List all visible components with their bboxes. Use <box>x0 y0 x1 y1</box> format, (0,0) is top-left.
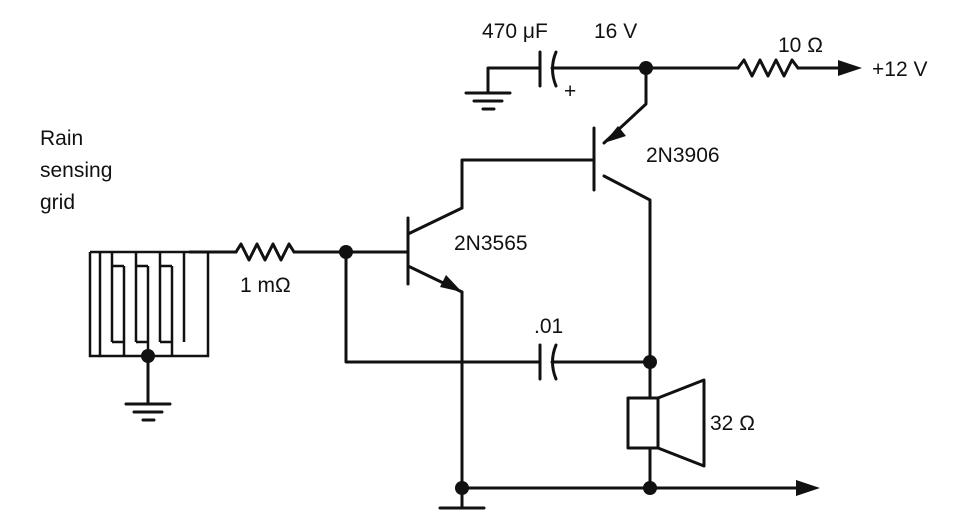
transistor-2n3906 <box>460 66 652 364</box>
label-resistor-10-ohm: 10 Ω <box>778 34 823 57</box>
rain-sensing-grid <box>88 250 210 406</box>
label-2n3565: 2N3565 <box>454 232 528 255</box>
ground-rail <box>438 480 820 510</box>
capacitor-470uf <box>538 50 648 88</box>
label-speaker-32-ohm: 32 Ω <box>710 412 755 435</box>
label-rain-grid-1: Rain <box>40 127 83 150</box>
capacitor-0-01 <box>344 250 652 381</box>
label-cap-16v: 16 V <box>594 20 637 43</box>
ground-symbol-grid <box>124 402 172 422</box>
supply-arrow <box>838 60 862 76</box>
ground-symbol-cap <box>464 66 542 111</box>
label-rain-grid-3: grid <box>40 191 75 214</box>
label-cap-0-01: .01 <box>534 315 563 338</box>
junction-ground-left <box>455 481 469 495</box>
supply-rail <box>644 58 862 78</box>
label-supply-12v: +12 V <box>872 58 927 81</box>
label-cap-plus: + <box>564 80 576 103</box>
junction-ground-right <box>643 481 657 495</box>
resistor-10-ohm <box>736 58 800 78</box>
label-resistor-1-mohm: 1 mΩ <box>240 274 291 297</box>
transistor-2n3565 <box>344 206 464 490</box>
junction-grid <box>141 349 155 363</box>
resistor-1-mohm <box>188 242 348 262</box>
label-2n3906: 2N3906 <box>646 144 720 167</box>
speaker-32-ohm <box>626 360 706 490</box>
label-cap-470uf: 470 μF <box>482 20 548 43</box>
label-rain-grid-2: sensing <box>40 159 112 182</box>
output-arrow <box>796 480 820 496</box>
